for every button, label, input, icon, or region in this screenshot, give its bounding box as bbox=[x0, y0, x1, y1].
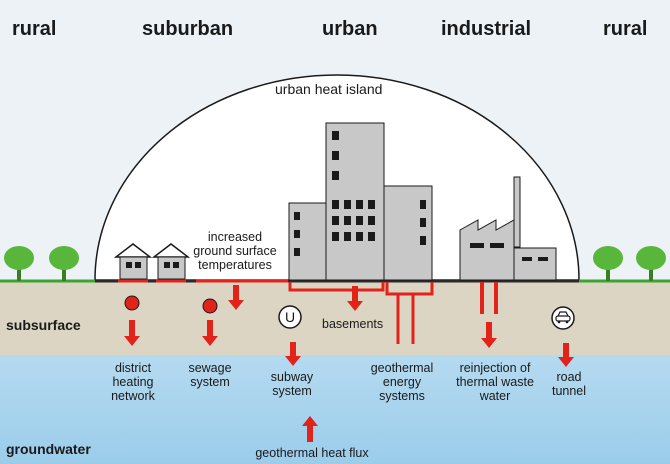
label-increased-temperatures: increased ground surface temperatures bbox=[193, 230, 277, 272]
geothermal-pipe bbox=[385, 282, 434, 296]
tower-building bbox=[325, 122, 385, 281]
arrow-district-heating bbox=[124, 320, 140, 346]
zone-label-industrial: industrial bbox=[441, 18, 532, 40]
arrow-geothermal-heat-flux bbox=[302, 416, 318, 442]
subway-symbol: U bbox=[285, 309, 295, 325]
basement-outline bbox=[288, 282, 385, 292]
office-building bbox=[288, 202, 327, 281]
label-reinjection: reinjection of thermal waste water bbox=[456, 361, 534, 403]
groundwater-layer bbox=[0, 355, 670, 464]
sewage-pipe-icon bbox=[202, 298, 218, 314]
label-road-tunnel: road tunnel bbox=[551, 370, 587, 398]
layer-label-groundwater: groundwater bbox=[6, 441, 91, 457]
label-basements: basements bbox=[322, 317, 384, 331]
label-subway: subway system bbox=[270, 370, 314, 398]
layer-label-subsurface: subsurface bbox=[6, 317, 81, 333]
house-icon bbox=[113, 243, 153, 280]
label-district-heating: district heating network bbox=[111, 361, 155, 403]
district-heating-pipe-icon bbox=[124, 295, 140, 311]
arrow-road-tunnel bbox=[558, 343, 574, 367]
arrow-sewage bbox=[202, 320, 218, 346]
zone-label-rural-left: rural bbox=[12, 18, 57, 40]
car-icon bbox=[551, 306, 575, 330]
arrow-subway bbox=[285, 342, 301, 366]
tree-icon bbox=[636, 246, 666, 281]
arrow-surface-heat bbox=[228, 285, 244, 310]
zone-label-suburban: suburban bbox=[142, 18, 234, 40]
dome-title: urban heat island bbox=[275, 81, 383, 97]
zone-label-rural-right: rural bbox=[603, 18, 648, 40]
label-geothermal-heat-flux: geothermal heat flux bbox=[255, 446, 369, 460]
arrow-basements bbox=[347, 286, 363, 311]
subway-icon: U bbox=[278, 305, 302, 329]
arrow-reinjection bbox=[481, 322, 497, 348]
tree-icon bbox=[49, 246, 79, 281]
tree-icon bbox=[4, 246, 34, 281]
label-sewage: sewage system bbox=[188, 361, 232, 389]
office-building bbox=[383, 185, 433, 281]
tree-icon bbox=[593, 246, 623, 281]
label-geothermal-energy: geothermal energy systems bbox=[370, 361, 434, 403]
factory-building bbox=[459, 176, 557, 281]
zone-label-urban: urban bbox=[322, 18, 378, 40]
house-icon bbox=[151, 243, 191, 280]
